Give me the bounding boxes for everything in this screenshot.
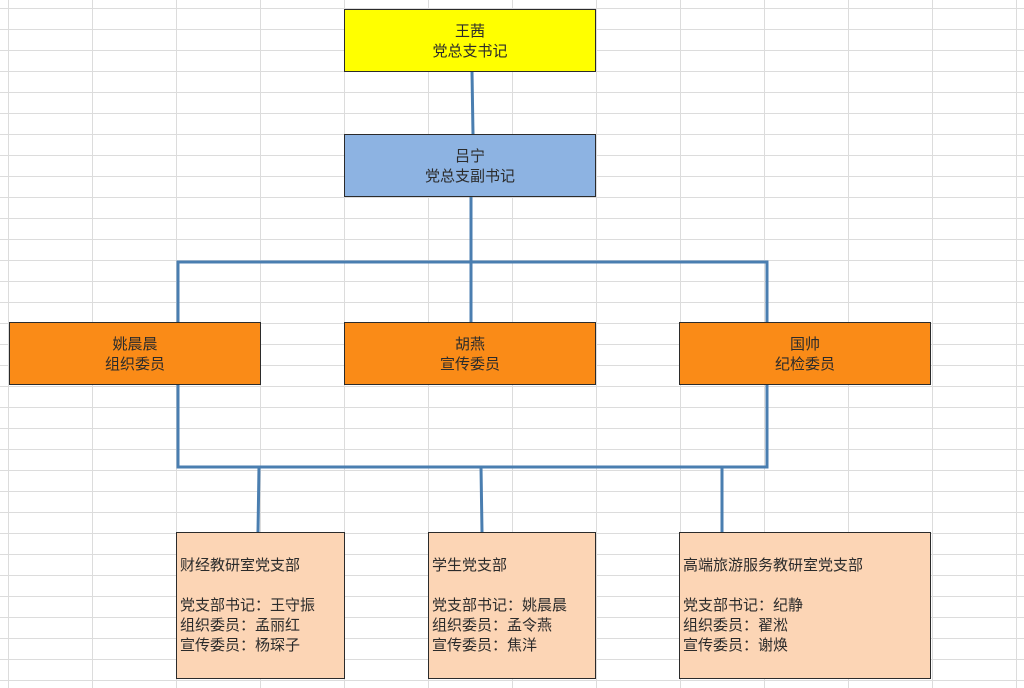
committee-name: 国帅 — [789, 334, 820, 353]
committee-title: 宣传委员 — [439, 354, 500, 373]
line-to-branch-2 — [479, 465, 484, 534]
committee-title: 组织委员 — [104, 354, 165, 373]
committee-box-discipline: 国帅 纪检委员 — [679, 322, 931, 385]
branch-secretary: 党支部书记：纪静 — [683, 596, 804, 614]
branch-name: 学生党支部 — [432, 556, 508, 574]
secretary-box: 王茜 党总支书记 — [344, 9, 596, 72]
secretary-name: 王茜 — [454, 21, 485, 40]
branch-publicity: 宣传委员：谢焕 — [683, 636, 789, 654]
spacer — [683, 575, 930, 595]
committee-name: 姚晨晨 — [112, 334, 158, 353]
branch-box-student: 学生党支部 党支部书记：姚晨晨 组织委员：孟令燕 宣传委员：焦洋 — [428, 532, 596, 679]
line-to-branch-1 — [256, 465, 261, 534]
branch-organization: 组织委员：孟令燕 — [432, 616, 553, 634]
spacer — [180, 575, 344, 595]
deputy-title: 党总支副书记 — [424, 166, 515, 185]
committee-name: 胡燕 — [454, 334, 485, 353]
deputy-name: 吕宁 — [454, 146, 485, 165]
branch-secretary: 党支部书记：姚晨晨 — [432, 596, 568, 614]
line-secretary-to-deputy — [470, 70, 475, 136]
branch-box-finance: 财经教研室党支部 党支部书记：王守振 组织委员：孟丽红 宣传委员：杨琛子 — [176, 532, 345, 679]
secretary-title: 党总支书记 — [432, 41, 508, 60]
branch-box-tourism: 高端旅游服务教研室党支部 党支部书记：纪静 组织委员：翟淞 宣传委员：谢焕 — [679, 532, 931, 679]
spacer — [432, 575, 595, 595]
deputy-box: 吕宁 党总支副书记 — [344, 134, 596, 197]
committee-title: 纪检委员 — [774, 354, 835, 373]
branch-secretary: 党支部书记：王守振 — [180, 596, 316, 614]
committee-box-publicity: 胡燕 宣传委员 — [344, 322, 596, 385]
branch-name: 高端旅游服务教研室党支部 — [683, 556, 864, 574]
branch-publicity: 宣传委员：焦洋 — [432, 636, 538, 654]
branch-publicity: 宣传委员：杨琛子 — [180, 636, 301, 654]
branch-name: 财经教研室党支部 — [180, 556, 301, 574]
branch-organization: 组织委员：翟淞 — [683, 616, 789, 634]
committee-box-organization: 姚晨晨 组织委员 — [9, 322, 261, 385]
branch-organization: 组织委员：孟丽红 — [180, 616, 301, 634]
